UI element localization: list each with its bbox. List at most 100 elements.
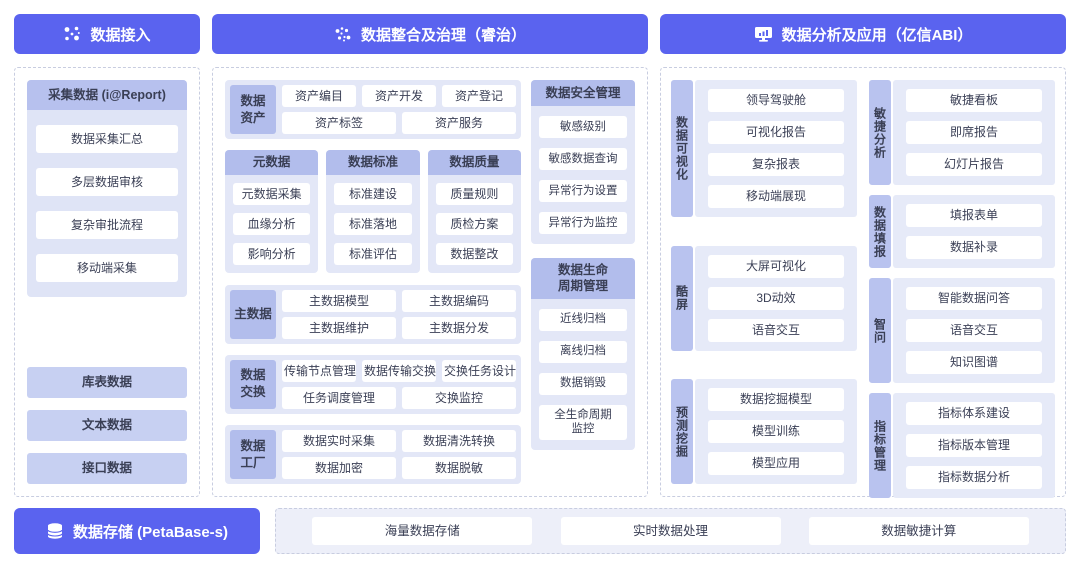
collect-data-title: 采集数据 (i@Report) bbox=[27, 80, 187, 110]
group-label: 数据填报 bbox=[869, 195, 891, 268]
collect-data-group: 采集数据 (i@Report) 数据采集汇总 多层数据审核 复杂审批流程 移动端… bbox=[27, 80, 187, 297]
feature-item: 资产编目 bbox=[282, 85, 356, 107]
metadata-group: 元数据 元数据采集 血缘分析 影响分析 bbox=[225, 150, 319, 274]
feature-item: 数据加密 bbox=[282, 457, 396, 479]
data-analysis-column: 数据分析及应用（亿信ABI） 数据可视化 领导驾驶舱 可视化报告 复杂报表 移动… bbox=[660, 14, 1066, 498]
data-governance-header: 数据整合及治理（睿治） bbox=[212, 14, 648, 54]
indicator-management-group: 指标管理 指标体系建设 指标版本管理 指标数据分析 bbox=[869, 393, 1055, 498]
data-storage-header: 数据存储 (PetaBase-s) bbox=[14, 508, 260, 554]
feature-item: 大屏可视化 bbox=[708, 254, 844, 278]
group-label: 数据可视化 bbox=[671, 80, 693, 217]
feature-item: 质量规则 bbox=[435, 183, 513, 206]
feature-item: 数据敏捷计算 bbox=[808, 517, 1029, 545]
data-visualization-group: 数据可视化 领导驾驶舱 可视化报告 复杂报表 移动端展现 bbox=[671, 80, 857, 217]
feature-item: 数据脱敏 bbox=[402, 457, 516, 479]
feature-item: 领导驾驶舱 bbox=[708, 89, 844, 112]
data-security-group: 数据安全管理 敏感级别 敏感数据查询 异常行为设置 异常行为监控 bbox=[531, 80, 635, 244]
dots-network-icon bbox=[63, 25, 81, 43]
feature-item: 任务调度管理 bbox=[282, 386, 396, 409]
data-access-panel: 采集数据 (i@Report) 数据采集汇总 多层数据审核 复杂审批流程 移动端… bbox=[14, 67, 200, 497]
feature-item: 敏感级别 bbox=[539, 116, 627, 138]
top-section: 数据接入 采集数据 (i@Report) 数据采集汇总 多层数据审核 复杂审批流… bbox=[14, 14, 1066, 498]
feature-item: 主数据编码 bbox=[402, 289, 516, 312]
group-label: 酷屏 bbox=[671, 245, 693, 351]
feature-item: 数据销毁 bbox=[539, 372, 627, 395]
data-analysis-title: 数据分析及应用（亿信ABI） bbox=[781, 26, 973, 44]
feature-item: 模型应用 bbox=[708, 452, 844, 475]
data-governance-title: 数据整合及治理（睿治） bbox=[360, 26, 526, 44]
feature-item: 敏捷看板 bbox=[906, 89, 1042, 112]
group-title: 数据质量 bbox=[427, 150, 521, 176]
data-analysis-panel: 数据可视化 领导驾驶舱 可视化报告 复杂报表 移动端展现 酷屏 大屏可视化 3D… bbox=[660, 67, 1066, 498]
feature-item: 主数据分发 bbox=[402, 316, 516, 339]
feature-item: 智能数据问答 bbox=[906, 287, 1042, 310]
feature-item: 元数据采集 bbox=[233, 183, 311, 206]
feature-item: 数据挖掘模型 bbox=[708, 388, 844, 411]
data-exchange-group: 数据交换 传输节点管理 数据传输交换 交换任务设计 任务调度管理 交换监控 bbox=[225, 354, 521, 414]
data-storage-section: 数据存储 (PetaBase-s) 海量数据存储 实时数据处理 数据敏捷计算 bbox=[14, 508, 1066, 554]
feature-item: 填报表单 bbox=[906, 204, 1042, 227]
data-source-item: 接口数据 bbox=[27, 453, 187, 484]
feature-item: 数据实时采集 bbox=[282, 430, 396, 452]
feature-item: 指标体系建设 bbox=[906, 402, 1042, 425]
data-source-item: 文本数据 bbox=[27, 410, 187, 441]
feature-item: 近线归档 bbox=[539, 308, 627, 331]
feature-item: 资产标签 bbox=[282, 112, 396, 134]
data-factory-group: 数据工厂 数据实时采集 数据清洗转换 数据加密 数据脱敏 bbox=[225, 425, 521, 484]
data-access-title: 数据接入 bbox=[90, 26, 151, 44]
group-label: 数据交换 bbox=[230, 359, 276, 409]
data-governance-panel: 数据资产 资产编目 资产开发 资产登记 资产标签 资产服务 bbox=[212, 67, 648, 497]
feature-item: 资产登记 bbox=[442, 85, 516, 107]
feature-item: 敏感数据查询 bbox=[539, 148, 627, 170]
feature-item: 可视化报告 bbox=[708, 121, 844, 144]
feature-item: 血缘分析 bbox=[233, 213, 311, 236]
data-asset-group: 数据资产 资产编目 资产开发 资产登记 资产标签 资产服务 bbox=[225, 80, 521, 139]
group-title: 数据标准 bbox=[326, 150, 420, 176]
analysis-right-column: 敏捷分析 敏捷看板 即席报告 幻灯片报告 数据填报 填报表单 数据补录 bbox=[869, 80, 1055, 498]
feature-item: 模型训练 bbox=[708, 420, 844, 443]
data-governance-column: 数据整合及治理（睿治） 数据资产 资产编目 资产开发 资产登记 bbox=[212, 14, 648, 497]
feature-item: 语音交互 bbox=[906, 319, 1042, 342]
data-access-header: 数据接入 bbox=[14, 14, 200, 54]
master-data-group: 主数据 主数据模型 主数据编码 主数据维护 主数据分发 bbox=[225, 284, 521, 344]
feature-item: 质检方案 bbox=[435, 213, 513, 236]
feature-item: 全生命周期监控 bbox=[539, 404, 627, 441]
feature-item: 幻灯片报告 bbox=[906, 153, 1042, 176]
group-title: 元数据 bbox=[225, 150, 319, 176]
group-label: 主数据 bbox=[230, 289, 276, 339]
group-label: 数据资产 bbox=[230, 85, 276, 134]
feature-item: 异常行为设置 bbox=[539, 180, 627, 202]
data-analysis-header: 数据分析及应用（亿信ABI） bbox=[660, 14, 1066, 54]
agile-analysis-group: 敏捷分析 敏捷看板 即席报告 幻灯片报告 bbox=[869, 80, 1055, 185]
feature-item: 主数据维护 bbox=[282, 316, 396, 339]
feature-item: 资产开发 bbox=[362, 85, 436, 107]
feature-item: 即席报告 bbox=[906, 121, 1042, 144]
feature-item: 移动端采集 bbox=[36, 254, 178, 282]
feature-item: 传输节点管理 bbox=[282, 359, 356, 382]
feature-item: 海量数据存储 bbox=[312, 517, 533, 545]
metadata-standard-quality-row: 元数据 元数据采集 血缘分析 影响分析 数据标准 标准建设 标准落地 标准评估 bbox=[225, 150, 521, 274]
feature-item: 数据补录 bbox=[906, 236, 1042, 259]
data-storage-title: 数据存储 (PetaBase-s) bbox=[72, 523, 229, 541]
group-label: 预测挖掘 bbox=[671, 379, 693, 484]
feature-item: 数据清洗转换 bbox=[402, 430, 516, 452]
feature-item: 交换监控 bbox=[402, 386, 516, 409]
feature-item: 异常行为监控 bbox=[539, 212, 627, 234]
feature-item: 数据采集汇总 bbox=[36, 125, 178, 153]
data-source-list: 库表数据 文本数据 接口数据 bbox=[27, 367, 187, 484]
governance-main-area: 数据资产 资产编目 资产开发 资产登记 资产标签 资产服务 bbox=[225, 80, 521, 484]
feature-item: 语音交互 bbox=[708, 318, 844, 342]
group-label: 敏捷分析 bbox=[869, 80, 891, 185]
monitor-chart-icon bbox=[754, 25, 773, 43]
data-lifecycle-group: 数据生命周期管理 近线归档 离线归档 数据销毁 全生命周期监控 bbox=[531, 258, 635, 451]
data-entry-group: 数据填报 填报表单 数据补录 bbox=[869, 195, 1055, 268]
feature-item: 资产服务 bbox=[402, 112, 516, 134]
feature-item: 数据传输交换 bbox=[362, 359, 436, 382]
feature-item: 知识图谱 bbox=[906, 351, 1042, 374]
dots-cluster-icon bbox=[334, 25, 352, 43]
group-title: 数据安全管理 bbox=[531, 80, 635, 106]
feature-item: 主数据模型 bbox=[282, 289, 396, 312]
feature-item: 数据整改 bbox=[435, 243, 513, 266]
feature-item: 标准建设 bbox=[334, 183, 412, 206]
data-quality-group: 数据质量 质量规则 质检方案 数据整改 bbox=[427, 150, 521, 274]
